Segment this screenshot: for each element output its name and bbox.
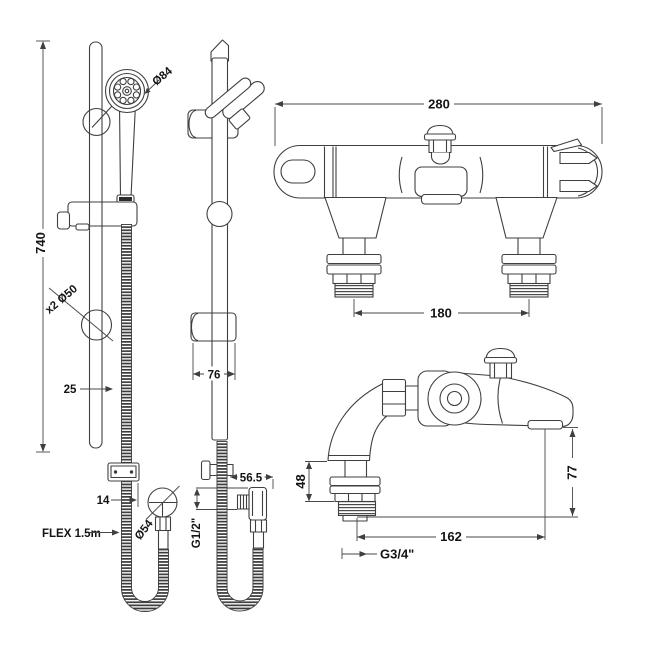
diverter-knob-side <box>483 347 518 379</box>
head-diameter-label: Ø84 <box>150 65 175 89</box>
wall-outlet-elbow-front: Ø54 <box>133 485 180 550</box>
dim-g-half: G1/2" <box>191 487 248 548</box>
grip-cutout-top <box>559 151 598 165</box>
dim-48: 48 <box>293 461 334 502</box>
wall-outlet-bracket <box>107 462 140 482</box>
union-hex-nut <box>381 378 407 417</box>
rail-front-view: 740 x2 Ø50 Ø84 <box>33 40 180 612</box>
rail-side-view: 76 5 <box>187 39 274 612</box>
shower-hose-front <box>121 224 169 612</box>
slide-rail-side <box>211 57 229 441</box>
thermostat-head-arc <box>577 147 599 197</box>
dim-flex-hose: FLEX 1.5m <box>42 528 120 540</box>
right-tail <box>495 196 558 298</box>
dim-head-diameter: Ø84 <box>144 65 175 94</box>
spout-outlet <box>527 419 564 430</box>
bracket-qty-label: x2 Ø50 <box>43 283 80 316</box>
wall-outlet-elbow-side <box>236 486 268 549</box>
screw-icon <box>113 470 118 474</box>
wall-bracket-ring-top <box>82 105 113 137</box>
handset-handle-side <box>204 77 252 119</box>
diverter-knob-front <box>423 124 457 165</box>
dim-76: 76 <box>192 343 236 382</box>
temperature-lever <box>550 138 583 153</box>
screw-icon <box>129 470 134 474</box>
dim-162: 162 <box>356 429 546 544</box>
clamp-lever <box>56 211 71 230</box>
slide-rail <box>88 41 103 449</box>
dim-g-three-quarter: G3/4" <box>341 547 414 562</box>
spout-height-label: 77 <box>565 465 580 479</box>
elbow-diameter-label: Ø54 <box>133 517 156 542</box>
dim-offset-14: 14 <box>97 483 139 507</box>
tail-end-cap <box>342 514 368 522</box>
tail-centres-label: 180 <box>430 306 452 321</box>
body-end-detail-left <box>280 159 316 184</box>
slider-bracket <box>56 194 138 231</box>
dim-180: 180 <box>353 299 530 321</box>
dim-56-5: 56.5 <box>230 470 274 489</box>
grip-cutout-bottom <box>559 179 598 193</box>
hose-outlet-boss <box>420 193 463 205</box>
centre-housing <box>414 166 468 198</box>
dim-740: 740 <box>33 40 50 453</box>
dim-rail-diameter: 25 <box>64 384 113 396</box>
tail-thread-label: G3/4" <box>380 547 414 562</box>
arrow-up-icon <box>40 41 46 49</box>
rail-height-label: 740 <box>33 232 48 254</box>
mixer-front-view: 280 <box>273 97 603 321</box>
holder-cup <box>228 108 251 130</box>
deck-height-label: 48 <box>293 474 308 488</box>
mixer-width-label: 280 <box>428 97 450 112</box>
arrow-down-icon <box>40 444 46 452</box>
rail-knob <box>206 200 233 228</box>
dim-280: 280 <box>274 97 603 146</box>
temperature-control <box>427 371 482 426</box>
tail-tube <box>344 459 368 479</box>
outlet-offset-label: 56.5 <box>240 473 263 485</box>
dim-77: 77 <box>563 427 580 516</box>
handset-handle <box>118 103 137 199</box>
mixer-side-view: 48 77 <box>293 347 580 562</box>
left-tail <box>324 196 387 298</box>
leader-arrow-icon <box>144 87 151 94</box>
shower-hose-side <box>216 441 264 612</box>
rail-diameter-label: 25 <box>64 384 77 396</box>
slider-bracket-side <box>190 312 237 342</box>
handset-head <box>104 68 150 114</box>
flex-hose-label: FLEX 1.5m <box>42 528 101 540</box>
offset-label: 14 <box>97 495 110 507</box>
holder-depth-label: 76 <box>208 370 221 382</box>
spout-reach-label: 162 <box>440 529 462 544</box>
outlet-thread-label: G1/2" <box>191 518 203 548</box>
